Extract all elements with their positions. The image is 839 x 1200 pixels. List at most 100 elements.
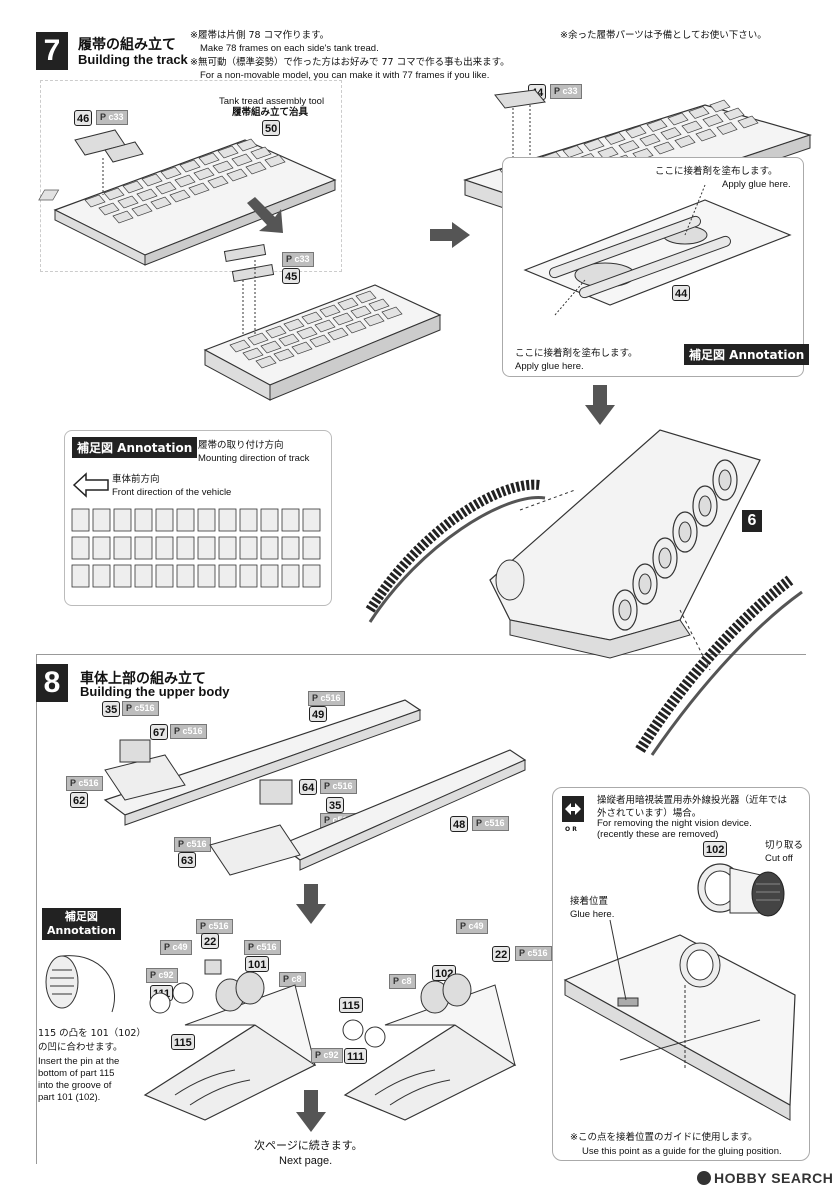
track-links-row-illustration xyxy=(71,508,321,588)
front-direction-en: Front direction of the vehicle xyxy=(112,487,232,498)
pin-note-en: Insert the pin at the bottom of part 115… xyxy=(38,1056,120,1103)
sprue-b1: P c49 xyxy=(456,919,488,934)
part-35-label-b: 35 xyxy=(326,797,345,813)
front-hull-left-illustration xyxy=(143,959,317,1121)
either-or-icon xyxy=(562,796,584,822)
glue-label-jp-1: ここに接着剤を塗布します。 xyxy=(655,166,778,177)
glue-position-jp: 接着位置 xyxy=(570,896,609,907)
front-direction-jp: 車体前方向 xyxy=(112,474,160,485)
arrow-down-right xyxy=(247,197,283,233)
tool-label-en: Tank tread assembly tool xyxy=(219,96,325,107)
guide-note-jp: ※この点を接着位置のガイドに使用します。 xyxy=(570,1132,758,1143)
sprue-c33-b: P c33 xyxy=(282,252,314,267)
mount-direction-jp: 履帯の取り付け方向 xyxy=(198,440,284,451)
glue-position-illustration xyxy=(563,919,796,1121)
step-6-reference: 6 xyxy=(742,510,762,532)
part-48-label: 48 xyxy=(450,816,469,832)
next-page-jp: 次ページに続きます。 xyxy=(254,1139,363,1152)
arrow-down-step8 xyxy=(296,884,326,924)
part-115-label-b: 115 xyxy=(339,997,363,1013)
step-8-frame-top xyxy=(36,654,37,1164)
guide-note-en: Use this point as a guide for the gluing… xyxy=(582,1146,782,1157)
arrow-down-next-page xyxy=(296,1090,326,1132)
upper-hull-plate-49-illustration xyxy=(103,699,422,826)
mount-direction-en: Mounting direction of track xyxy=(198,453,310,464)
sprue-c33-a: P c33 xyxy=(96,110,128,125)
tool-label-jp: 履帯組み立て治具 xyxy=(232,107,309,118)
arrow-right-step7 xyxy=(430,222,470,248)
part-62-label: 62 xyxy=(70,792,89,808)
sprue-49: P c516 xyxy=(308,691,345,706)
part-67-label: 67 xyxy=(150,724,169,740)
part-35-label-a: 35 xyxy=(102,701,121,717)
annotation-label-glue: 補足図 Annotation xyxy=(684,344,810,365)
upper-hull-plate-48-illustration xyxy=(209,749,527,876)
sprue-b4: P c92 xyxy=(311,1048,343,1063)
pin-annotation-illustration xyxy=(45,955,116,1013)
part-46-label: 46 xyxy=(74,110,93,126)
nv-note-jp-1: 操縦者用暗視装置用赤外線投光器（近年では xyxy=(597,795,788,806)
step-8-title-jp: 車体上部の組み立て xyxy=(80,671,206,687)
part-50-label: 50 xyxy=(262,120,281,136)
part-102-label-b: 102 xyxy=(703,841,728,857)
nv-note-en-2: (recently these are removed) xyxy=(597,829,719,840)
sprue-35: P c516 xyxy=(122,701,159,716)
sprue-64: P c516 xyxy=(320,779,357,794)
night-vision-lamp-illustration xyxy=(697,863,785,917)
track-jig-top-illustration xyxy=(38,129,337,266)
step-7-note1-jp: ※履帯は片側 78 コマ作ります。 xyxy=(190,30,330,41)
front-direction-arrow-icon xyxy=(72,472,109,498)
glue-label-en-2: Apply glue here. xyxy=(515,361,584,372)
sprue-c33-c: P c33 xyxy=(550,84,582,99)
sprue-a4: P c92 xyxy=(146,968,178,983)
arrow-down-step7 xyxy=(585,385,615,425)
pin-note-jp-2: の凹に合わせます。 xyxy=(38,1042,123,1053)
step-7-title-jp: 履帯の組み立て xyxy=(78,37,176,53)
part-22-label-a: 22 xyxy=(201,933,220,949)
or-label: O R xyxy=(565,826,577,833)
cut-off-jp: 切り取る xyxy=(765,840,804,851)
glue-label-jp-2: ここに接着剤を塗布します。 xyxy=(515,348,638,359)
hobby-search-watermark: HOBBY SEARCH xyxy=(697,1170,833,1186)
part-101-label: 101 xyxy=(245,956,270,972)
sprue-b3: P c516 xyxy=(515,946,552,961)
hull-with-tracks-illustration xyxy=(365,429,803,756)
nv-note-en-1: For removing the night vision device. xyxy=(597,818,752,829)
step-8-title-en: Building the upper body xyxy=(80,684,230,699)
step-7-note2-jp: ※無可動（標準姿勢）で作った方はお好みで 77 コマで作る事も出来ます。 xyxy=(190,57,510,68)
step-7-note1-en: Make 78 frames on each side's tank tread… xyxy=(200,43,379,54)
sprue-67: P c516 xyxy=(170,724,207,739)
part-63-label: 63 xyxy=(178,852,197,868)
step-8-number: 8 xyxy=(36,664,68,702)
pin-note-jp-1: 115 の凸を 101（102） xyxy=(38,1028,146,1039)
sprue-62: P c516 xyxy=(66,776,103,791)
step-7-note3-jp: ※余った履帯パーツは予備としてお使い下さい。 xyxy=(560,30,767,41)
part-44-label-b: 44 xyxy=(672,285,691,301)
glue-label-en-1: Apply glue here. xyxy=(722,179,791,190)
sprue-a2: P c49 xyxy=(160,940,192,955)
watermark-logo-icon xyxy=(697,1171,711,1185)
step-7-frame-bottom xyxy=(36,654,806,655)
step-7-title-en: Building the track xyxy=(78,52,188,67)
front-hull-right-illustration xyxy=(342,973,517,1121)
part-115-label-a: 115 xyxy=(171,1034,195,1050)
part-64-label: 64 xyxy=(299,779,318,795)
track-jig-bottom-illustration xyxy=(203,244,442,401)
step-7-number: 7 xyxy=(36,32,68,70)
part-45-label: 45 xyxy=(282,268,301,284)
nv-note-jp-2: 外されています）場合。 xyxy=(597,808,702,819)
sprue-48: P c516 xyxy=(472,816,509,831)
part-49-label: 49 xyxy=(309,706,328,722)
part-111-label-b: 111 xyxy=(344,1048,368,1064)
glue-position-en: Glue here. xyxy=(570,909,615,920)
sprue-a5: P c8 xyxy=(279,972,306,987)
part-22-label-b: 22 xyxy=(492,946,511,962)
sprue-a1: P c516 xyxy=(196,919,233,934)
annotation-label-direction: 補足図 Annotation xyxy=(72,437,198,458)
sprue-a3: P c516 xyxy=(244,940,281,955)
next-page-en: Next page. xyxy=(279,1155,333,1167)
cut-off-en: Cut off xyxy=(765,853,793,864)
sprue-b2: P c8 xyxy=(389,974,416,989)
step-7-note2-en: For a non-movable model, you can make it… xyxy=(200,70,490,81)
